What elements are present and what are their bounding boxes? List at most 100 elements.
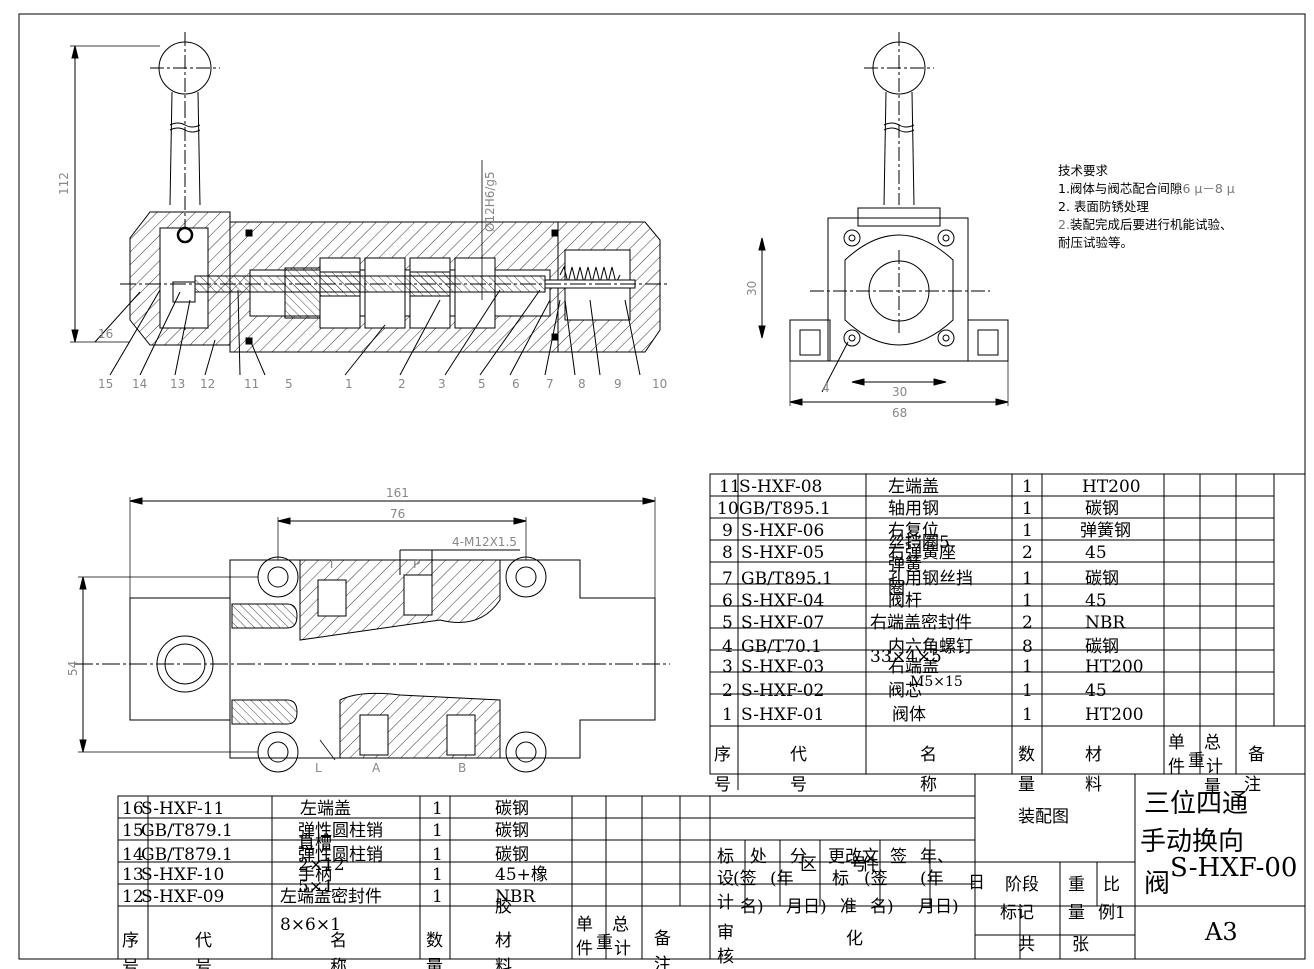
svg-text:碳钢: 碳钢 xyxy=(495,821,529,841)
bom-overlap-text: 胶 xyxy=(495,897,512,917)
svg-text:1: 1 xyxy=(1022,681,1033,701)
svg-text:8: 8 xyxy=(1022,637,1033,657)
bom-head: 号 xyxy=(714,775,731,795)
svg-text:S-HXF-01: S-HXF-01 xyxy=(741,705,824,725)
bom-head: 材 xyxy=(1085,745,1102,765)
svg-text:12: 12 xyxy=(122,887,144,907)
svg-text:碳钢: 碳钢 xyxy=(1085,637,1119,657)
tech-title: 技术要求 xyxy=(1058,163,1109,178)
title-block-grid xyxy=(710,773,1305,959)
svg-text:左端盖: 左端盖 xyxy=(300,799,351,819)
dim-30-horizontal: 30 xyxy=(892,385,907,399)
bom-head: 代 xyxy=(790,745,807,765)
svg-text:5: 5 xyxy=(722,613,733,633)
balloon-front: 9 xyxy=(614,377,622,391)
bom-overlap-text: 弹簧 xyxy=(888,555,922,575)
svg-text:审: 审 xyxy=(717,923,734,943)
svg-text:核: 核 xyxy=(717,947,734,967)
svg-text:1: 1 xyxy=(1022,591,1033,611)
svg-text:1: 1 xyxy=(1022,657,1033,677)
svg-text:重: 重 xyxy=(1068,875,1085,895)
svg-text:S-HXF-03: S-HXF-03 xyxy=(741,657,824,677)
bom-head: 序 xyxy=(714,745,731,765)
bom-head: 号 xyxy=(122,957,139,969)
balloon-front: 3 xyxy=(438,377,446,391)
bom-head: 注 xyxy=(654,955,671,969)
svg-text:比: 比 xyxy=(1103,875,1120,895)
svg-text:45: 45 xyxy=(1085,543,1107,563)
bom-head: 数 xyxy=(1018,745,1035,765)
bom-overlap-text: 5×1 xyxy=(298,877,334,897)
svg-text:1: 1 xyxy=(432,865,443,885)
bom-head: 序 xyxy=(122,931,139,951)
svg-text:S-HXF-02: S-HXF-02 xyxy=(741,681,824,701)
svg-text:7: 7 xyxy=(722,569,733,589)
bom-head: 备 xyxy=(654,929,671,949)
svg-text:S-HXF-06: S-HXF-06 xyxy=(741,521,824,541)
svg-text:GB/T70.1: GB/T70.1 xyxy=(741,637,822,657)
svg-text:14: 14 xyxy=(122,845,144,865)
svg-text:1: 1 xyxy=(432,887,443,907)
port-A: A xyxy=(372,761,381,775)
svg-text:右弹簧座: 右弹簧座 xyxy=(888,543,956,563)
dim-30-vertical: 30 xyxy=(745,281,759,296)
balloon-front: 5 xyxy=(285,377,293,391)
svg-text:13: 13 xyxy=(122,865,144,885)
bom-head: 称 xyxy=(330,957,347,969)
svg-text:GB/T879.1: GB/T879.1 xyxy=(141,845,233,865)
svg-text:2: 2 xyxy=(722,681,733,701)
balloon-front: 10 xyxy=(652,377,667,391)
bom-head: 单 xyxy=(1168,733,1185,753)
svg-text:S-HXF-04: S-HXF-04 xyxy=(741,591,824,611)
dim-76: 76 xyxy=(390,507,405,521)
svg-text:S-HXF-05: S-HXF-05 xyxy=(741,543,824,563)
bom-head: 单 xyxy=(576,915,593,935)
bom-head: 量 xyxy=(426,957,443,969)
bom-head: 料 xyxy=(495,957,512,969)
svg-text:弹性圆柱销: 弹性圆柱销 xyxy=(298,845,383,865)
balloon-front: 15 xyxy=(98,377,113,391)
svg-text:处: 处 xyxy=(750,847,767,867)
port-T: T xyxy=(327,557,336,571)
bom-overlap-text: 直槽 xyxy=(298,833,332,853)
svg-text:S-HXF-09: S-HXF-09 xyxy=(141,887,224,907)
drawing-name-line3: 阀 xyxy=(1144,869,1170,899)
drawing-type: 装配图 xyxy=(1018,807,1069,827)
dim-112: 112 xyxy=(57,172,71,195)
svg-text:1: 1 xyxy=(1022,569,1033,589)
bom-head: 数 xyxy=(426,931,443,951)
svg-text:1: 1 xyxy=(1022,499,1033,519)
tech-line-3: 2.装配完成后要进行机能试验、 xyxy=(1058,217,1233,232)
svg-text:S-HXF-10: S-HXF-10 xyxy=(141,865,224,885)
side-view xyxy=(758,32,1009,406)
bom-overlap-text: 33×4×5 xyxy=(870,647,942,667)
drawing-name-line1: 三位四通 xyxy=(1144,789,1248,819)
bom-head: 号 xyxy=(790,775,807,795)
balloon-front: 2 xyxy=(398,377,406,391)
svg-text:碳钢: 碳钢 xyxy=(1085,569,1119,589)
bom-overlap-text: M5×15 xyxy=(910,674,963,690)
svg-text:例1: 例1 xyxy=(1098,903,1126,923)
svg-text:弹性圆柱销: 弹性圆柱销 xyxy=(298,821,383,841)
svg-text:阀杆: 阀杆 xyxy=(888,591,922,611)
svg-text:S-HXF-11: S-HXF-11 xyxy=(141,799,224,819)
svg-text:阀芯: 阀芯 xyxy=(888,681,922,701)
bom-head: 材 xyxy=(495,931,512,951)
svg-text:共: 共 xyxy=(1018,935,1035,955)
balloon-front: 5 xyxy=(478,377,486,391)
svg-text:碳钢: 碳钢 xyxy=(495,799,529,819)
balloon-front: 11 xyxy=(244,377,259,391)
svg-text:区: 区 xyxy=(800,855,817,875)
svg-text:号: 号 xyxy=(850,855,867,875)
